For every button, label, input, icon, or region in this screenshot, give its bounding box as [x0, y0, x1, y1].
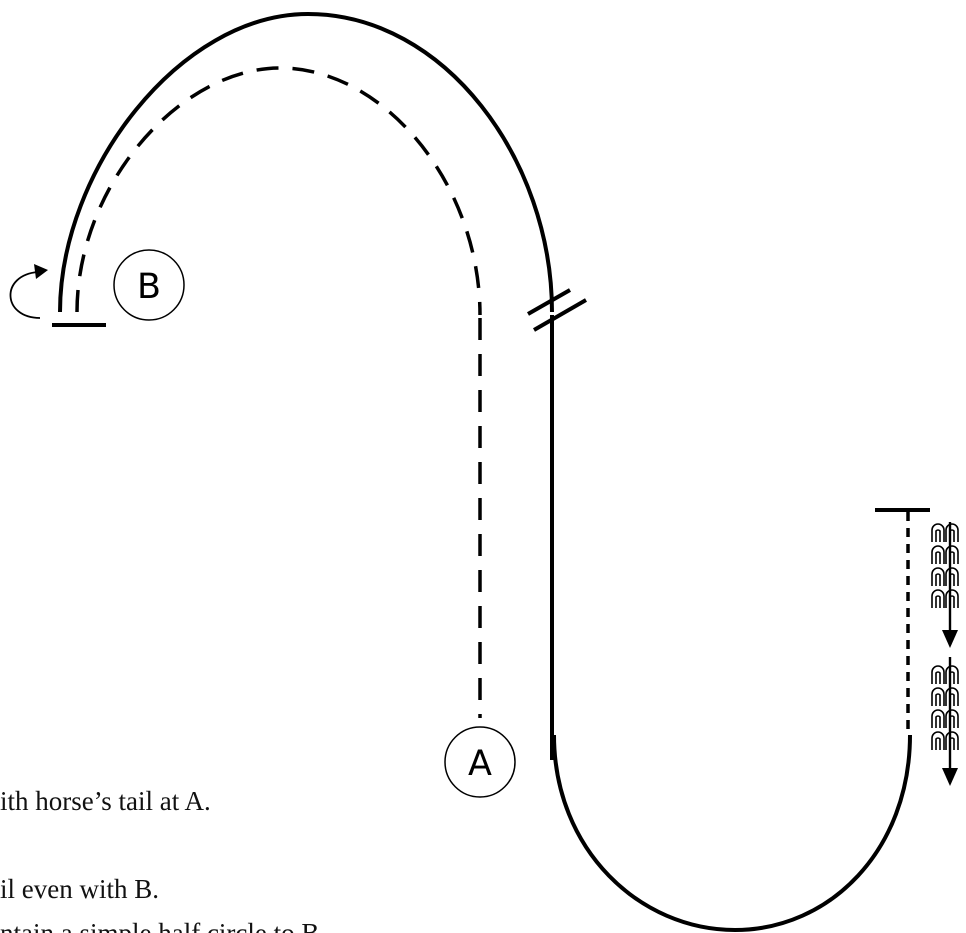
break-mark-1: [527, 288, 571, 316]
outer-track-arc: [58, 11, 554, 313]
direction-arrow-1-head-icon: [942, 630, 958, 648]
instruction-line-2: il even with B.: [0, 874, 159, 904]
marker-b-label: B: [137, 267, 161, 307]
marker-b: B: [113, 249, 185, 321]
marker-a-label: A: [468, 744, 492, 784]
turn-arrow-head-icon: [34, 264, 48, 279]
break-mark-2: [533, 298, 587, 332]
instruction-line-3: ntain a simple half circle to B.: [0, 918, 326, 933]
inner-track-arc: [75, 66, 482, 316]
direction-arrow-2-head-icon: [942, 768, 958, 786]
marker-a: A: [444, 726, 516, 798]
instruction-line-1: ith horse’s tail at A.: [0, 786, 211, 816]
bottom-half-circle: [552, 734, 912, 933]
turn-arrow-icon: [9, 271, 41, 319]
